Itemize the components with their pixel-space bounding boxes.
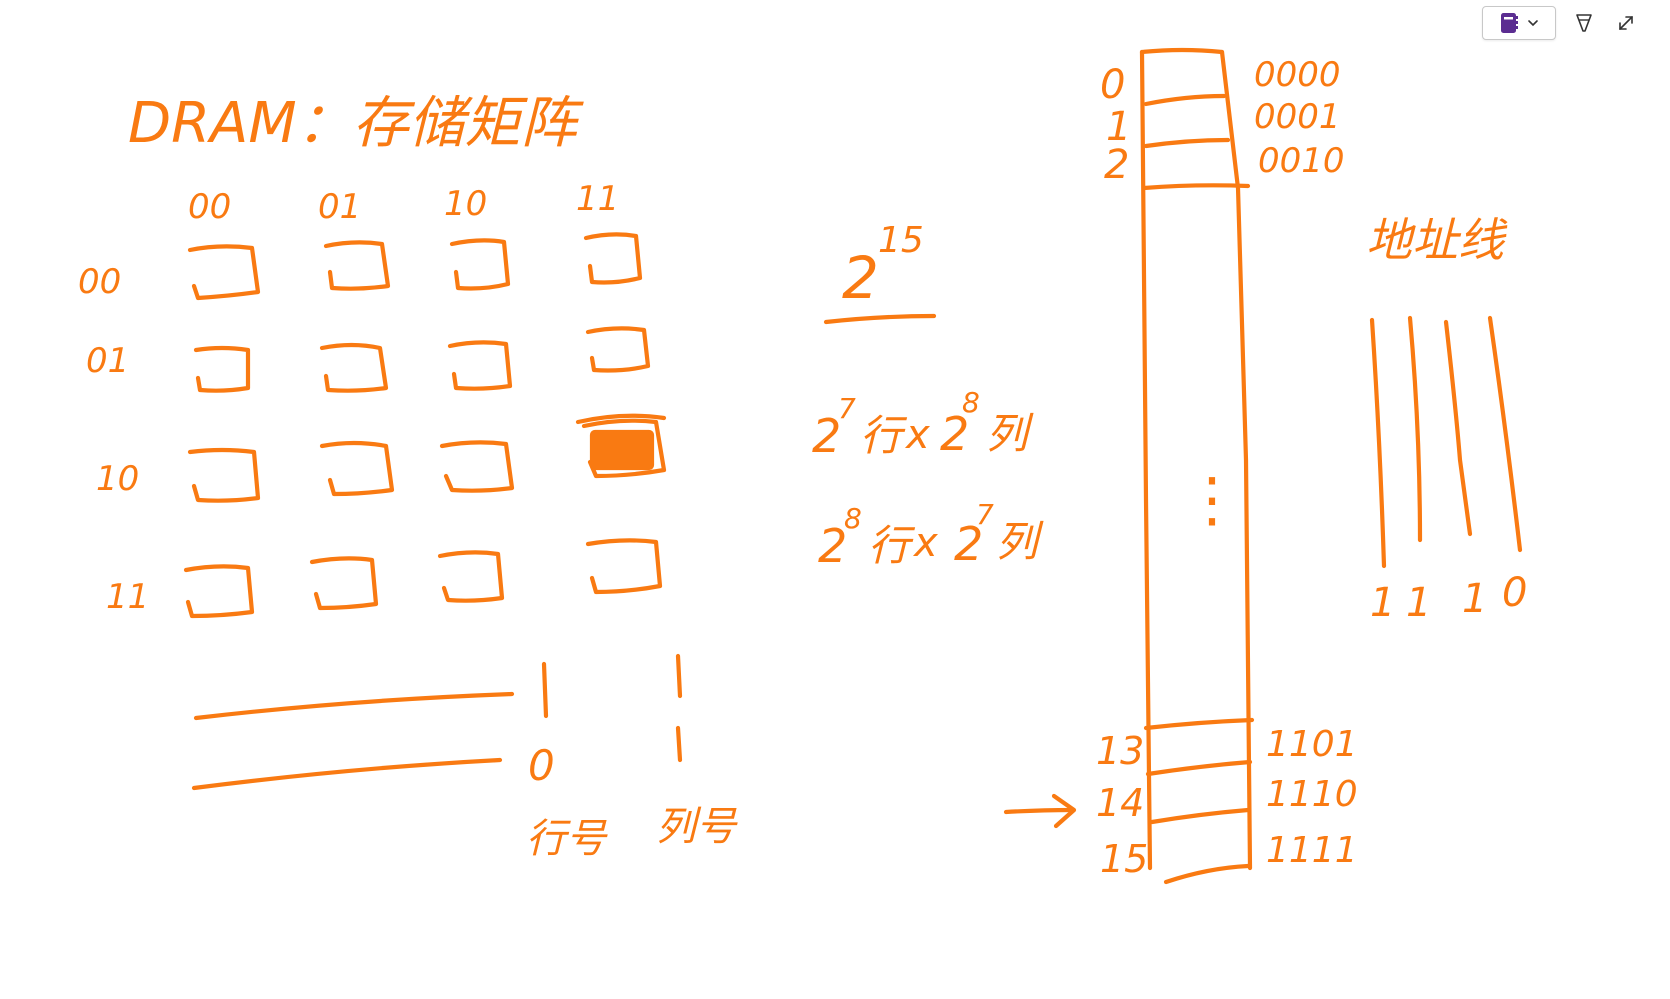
storage-cell (585, 326, 651, 373)
col-header-0: 00 (188, 187, 231, 227)
opt1-times: x (904, 412, 930, 458)
opt1-base2: 2 (940, 407, 969, 461)
address-bit-2: 1 (1462, 576, 1487, 622)
row-header-0: 00 (78, 262, 121, 302)
row-header-3: 11 (106, 577, 149, 617)
notebook-icon (1501, 13, 1518, 33)
memory-index-0: 0 (1100, 62, 1125, 108)
memory-binary-2: 0010 (1258, 141, 1345, 181)
opt2-row-word: 行 (868, 521, 916, 570)
column-number-label: 列号 (656, 804, 738, 850)
memory-ellipsis: ⋮ (1182, 465, 1242, 535)
chevron-down-icon (1528, 20, 1538, 27)
row-header-2: 10 (96, 459, 139, 499)
storage-cell (583, 232, 643, 285)
opt2-exp1: 8 (844, 502, 862, 535)
memory-index-1: 1 (1106, 104, 1131, 150)
selected-storage-cell (575, 413, 667, 479)
layout-option-2: 2 8 行 x 2 7 列 (818, 498, 1044, 573)
pen-tool-button[interactable] (1570, 9, 1598, 37)
select-lines: 0 1 1 1 行号 列号 (191, 653, 738, 862)
memory-index-14: 14 (1096, 781, 1144, 825)
col-header-2: 10 (444, 184, 487, 224)
memory-binary-1: 0001 (1254, 97, 1341, 137)
opt2-col-word: 列 (996, 517, 1044, 566)
address-lines: 地址线 1 1 1 0 (1366, 213, 1527, 626)
row-number-label: 行号 (526, 816, 608, 862)
power-base: 2 (842, 244, 879, 312)
layout-option-1: 2 7 行 x 2 8 列 (812, 386, 1034, 463)
pointer-arrow-icon (1003, 793, 1077, 829)
address-lines-label: 地址线 (1366, 213, 1508, 267)
fullscreen-button[interactable] (1612, 9, 1640, 37)
storage-cell (187, 447, 261, 503)
storage-cell (319, 342, 389, 393)
memory-index-13: 13 (1096, 729, 1144, 773)
storage-cell (187, 244, 261, 301)
memory-column: 0 1 2 0000 0001 0010 ⋮ 13 14 15 1101 111… (1096, 47, 1358, 885)
power-exponent: 15 (878, 220, 924, 261)
capacity-expression: 2 15 (823, 220, 937, 325)
opt1-row-word: 行 (860, 411, 908, 460)
opt2-base1: 2 (818, 519, 847, 573)
col-header-1: 01 (318, 187, 361, 227)
storage-cell (323, 240, 391, 291)
opt2-base2: 2 (954, 517, 983, 571)
row-headers: 00 01 10 11 (78, 262, 149, 617)
memory-binary-0: 0000 (1254, 55, 1341, 95)
storage-cell (447, 340, 513, 391)
storage-cell-grid (183, 232, 667, 619)
opt1-base1: 2 (812, 409, 841, 463)
memory-index-15: 15 (1100, 837, 1148, 881)
memory-index-2: 2 (1104, 142, 1129, 188)
opt1-exp1: 7 (838, 392, 856, 425)
row-header-1: 01 (86, 341, 129, 381)
storage-cell (439, 440, 515, 493)
opt2-exp2: 7 (976, 498, 994, 531)
storage-cell (437, 550, 505, 603)
storage-cell (319, 440, 395, 497)
row-select-bit-0: 0 (528, 741, 555, 790)
memory-binary-15: 1111 (1266, 830, 1358, 871)
pen-tip-icon (1576, 14, 1592, 32)
address-bit-3: 0 (1502, 570, 1527, 616)
memory-binary-13: 1101 (1266, 724, 1358, 765)
dram-title-text: DRAM：存储矩阵 (128, 91, 585, 156)
opt1-exp2: 8 (962, 386, 980, 419)
notebook-picker-button[interactable] (1482, 6, 1556, 40)
address-bit-0: 1 (1370, 580, 1395, 626)
opt2-times: x (912, 520, 938, 566)
storage-cell (309, 556, 379, 611)
storage-cell (193, 345, 251, 393)
storage-cell (449, 238, 511, 291)
memory-binary-14: 1110 (1266, 774, 1358, 815)
opt1-col-word: 列 (986, 409, 1034, 458)
storage-cell (183, 564, 255, 619)
top-toolbar (1482, 6, 1640, 40)
storage-cell (585, 538, 663, 595)
address-bit-1: 1 (1406, 580, 1431, 626)
col-header-3: 11 (576, 179, 619, 219)
dram-title: DRAM：存储矩阵 (128, 91, 585, 156)
expand-diagonal-icon (1619, 16, 1633, 30)
column-headers: 00 01 10 11 (188, 179, 619, 227)
